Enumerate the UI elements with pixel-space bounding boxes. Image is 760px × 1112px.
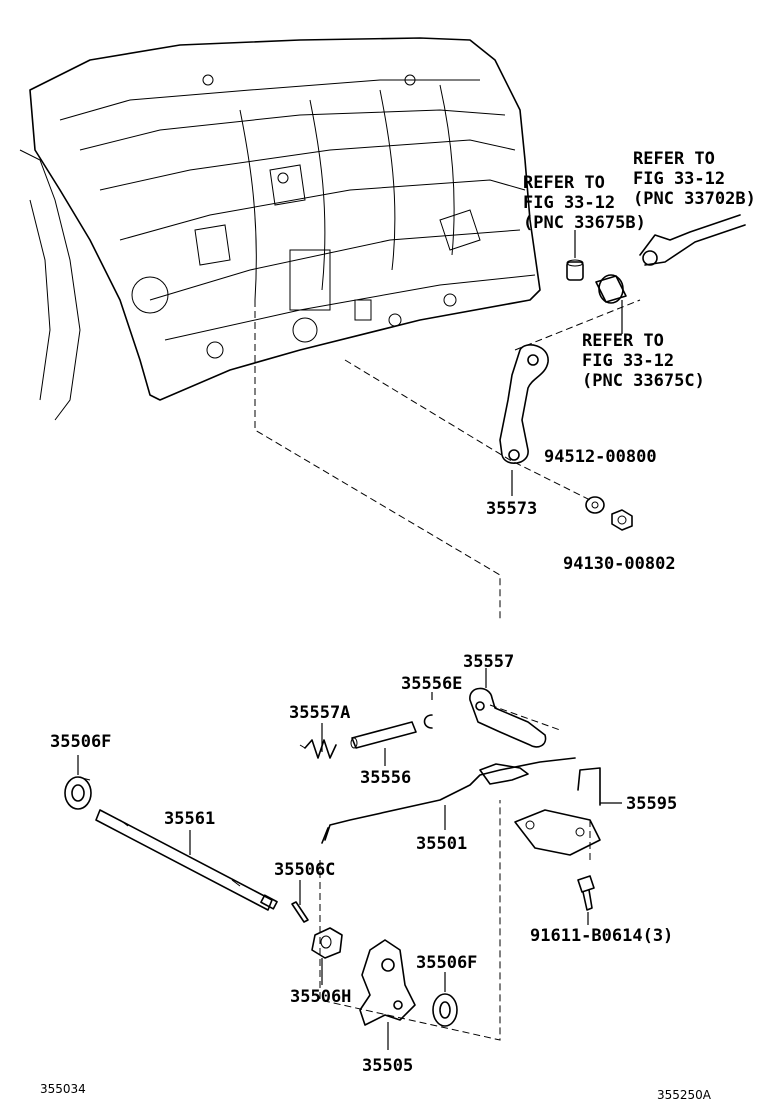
svg-text:REFER TO: REFER TO: [582, 331, 664, 351]
reference-label-33675b: REFER TO FIG 33-12 (PNC 33675B): [523, 173, 646, 233]
part-label-35506h: 35506H: [290, 987, 351, 1007]
svg-text:FIG 33-12: FIG 33-12: [523, 193, 615, 213]
rod-35501: [321, 757, 576, 844]
svg-text:(PNC 33675C): (PNC 33675C): [582, 371, 705, 391]
part-label-35556e: 35556E: [401, 674, 462, 694]
spring-35557a: [299, 739, 337, 759]
pin-35556: [350, 721, 417, 749]
part-label-94512: 94512-00800: [544, 447, 657, 467]
washer-94512: [585, 496, 605, 514]
svg-text:REFER TO: REFER TO: [523, 173, 605, 193]
part-label-35557: 35557: [463, 652, 514, 672]
part-label-35506f-left: 35506F: [50, 732, 111, 752]
part-label-35556: 35556: [360, 768, 411, 788]
part-label-35505: 35505: [362, 1056, 413, 1076]
dashed-leader-lines: [254, 299, 641, 1041]
part-label-35573: 35573: [486, 499, 537, 519]
svg-text:FIG 33-12: FIG 33-12: [582, 351, 674, 371]
part-label-35595: 35595: [626, 794, 677, 814]
svg-text:(PNC 33702B): (PNC 33702B): [633, 189, 756, 209]
bracket-35595: [514, 767, 601, 856]
cable-end-33702b: [639, 214, 746, 266]
svg-text:(PNC 33675B): (PNC 33675B): [523, 213, 646, 233]
svg-text:FIG 33-12: FIG 33-12: [633, 169, 725, 189]
oil-seal-35506f-left: [64, 776, 92, 810]
clip-35556e: [423, 714, 433, 729]
nut-94130: [611, 509, 633, 531]
oil-seal-35506f-right: [432, 993, 458, 1027]
lever-35573: [499, 344, 549, 464]
part-label-35561: 35561: [164, 809, 215, 829]
part-label-91611: 91611-B0614(3): [530, 926, 673, 946]
label-leaders: [77, 230, 623, 1050]
bolt-91611: [577, 875, 595, 911]
part-label-35501: 35501: [416, 834, 467, 854]
figure-code-right: 355250A: [657, 1088, 712, 1102]
part-label-35506c: 35506C: [274, 860, 335, 880]
bushing-35506h: [311, 927, 343, 959]
lever-35505: [359, 939, 416, 1026]
lever-35557: [469, 687, 547, 748]
pin-35506c: [291, 901, 309, 923]
part-label-94130: 94130-00802: [563, 554, 676, 574]
transmission-housing: [19, 37, 541, 421]
figure-code-left: 355034: [40, 1082, 86, 1096]
reference-label-33675c: REFER TO FIG 33-12 (PNC 33675C): [582, 331, 705, 391]
grommet-33675c: [595, 274, 627, 304]
svg-text:REFER TO: REFER TO: [633, 149, 715, 169]
part-label-35506f-right: 35506F: [416, 953, 477, 973]
shaft-35561: [95, 809, 278, 911]
bushing-33675b: [566, 259, 584, 281]
reference-label-33702b: REFER TO FIG 33-12 (PNC 33702B): [633, 149, 756, 209]
part-label-35557a: 35557A: [289, 703, 350, 723]
